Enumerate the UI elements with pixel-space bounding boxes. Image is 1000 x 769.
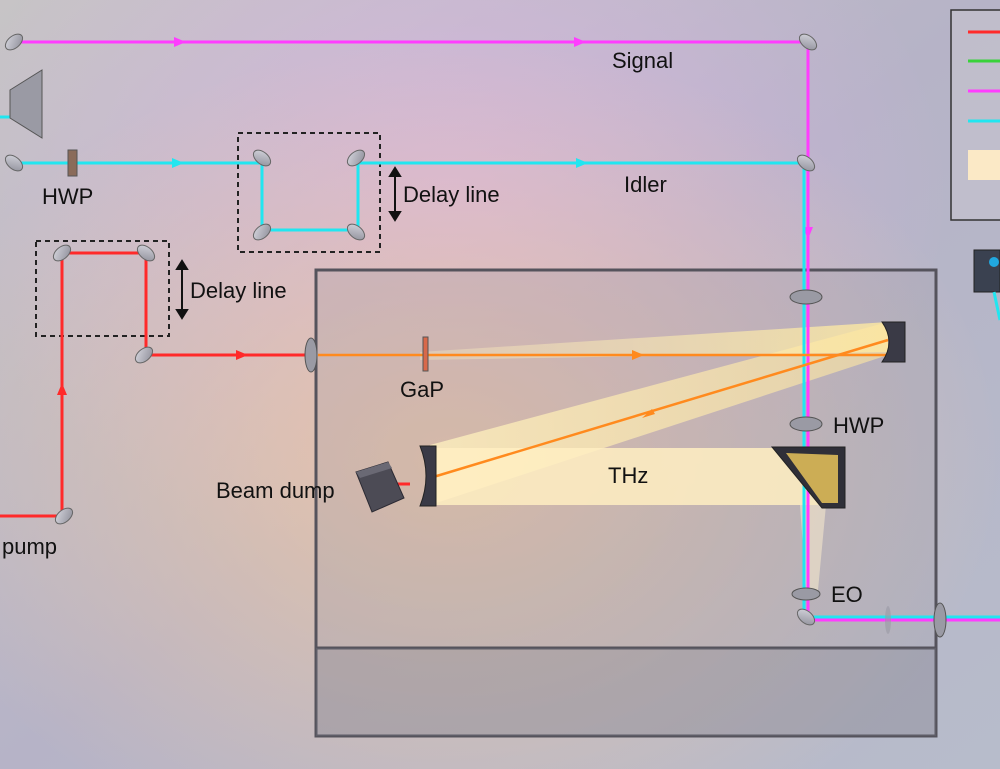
probe-line (318, 338, 889, 480)
eo-label: EO (831, 582, 863, 607)
legend-box (950, 9, 1000, 221)
window-icon (933, 602, 947, 638)
window-icon (789, 289, 823, 305)
mirror-icon (52, 244, 72, 262)
parabolic-mirror-icon (419, 445, 437, 507)
delay-line-label-left: Delay line (190, 278, 287, 303)
mirror-icon (136, 244, 156, 262)
pump-beam (0, 251, 306, 518)
hwp-label-right: HWP (833, 413, 884, 438)
polarizer-icon (885, 606, 891, 634)
beam-dump-icon (355, 461, 405, 513)
window-icon (789, 416, 823, 432)
mirror-icon (252, 223, 272, 241)
hwp-top-plate (67, 149, 78, 177)
mirror-icon (346, 149, 366, 167)
mirror-icon (796, 154, 816, 172)
mirror-icon (4, 154, 24, 172)
gap-crystal (422, 336, 429, 372)
delay-line-box-top (237, 132, 381, 253)
mirror-icon (798, 33, 818, 51)
window-icon (304, 337, 318, 373)
gap-label: GaP (400, 377, 444, 402)
mirror-icon (4, 33, 24, 51)
signal-label: Signal (612, 48, 673, 73)
beam-dump-label: Beam dump (216, 478, 335, 503)
idler-label: Idler (624, 172, 667, 197)
parabolic-mirror-icon (881, 321, 906, 363)
thz-beam (420, 322, 888, 590)
delay-line-box-left (35, 240, 170, 337)
mirror-icon (54, 507, 74, 525)
window-icon (791, 587, 821, 601)
thz-label: THz (608, 463, 648, 488)
mirror-icon (134, 346, 154, 364)
mirror-icon (252, 149, 272, 167)
mirror-icon (346, 223, 366, 241)
detector-icon (973, 249, 1000, 321)
hwp-label-top: HWP (42, 184, 93, 209)
prism-icon (9, 69, 43, 139)
legend-swatch-thz (968, 150, 1000, 180)
delay-line-label-top: Delay line (403, 182, 500, 207)
pump-label: pump (2, 534, 57, 559)
mirror-icon (796, 608, 816, 626)
